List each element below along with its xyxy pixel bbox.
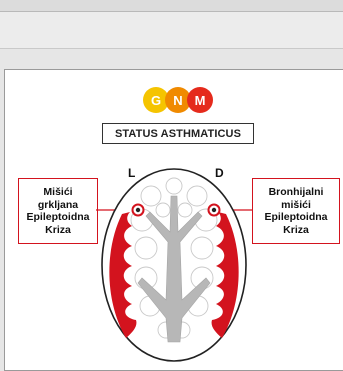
- right-marker-center: [212, 208, 216, 212]
- left-marker-center: [136, 208, 140, 212]
